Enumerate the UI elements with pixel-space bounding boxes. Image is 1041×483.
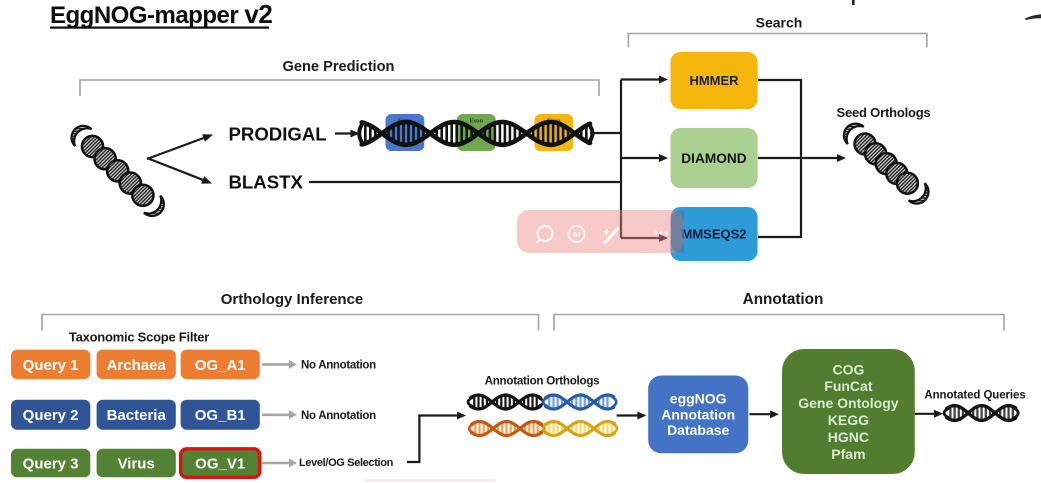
svg-text:KEGG: KEGG [828, 412, 869, 428]
svg-text:PRODIGAL: PRODIGAL [229, 124, 327, 145]
svg-text:DIAMOND: DIAMOND [681, 151, 747, 166]
svg-text:Exon: Exon [470, 119, 484, 125]
svg-text:Search: Search [756, 15, 803, 31]
svg-text:BLASTX: BLASTX [229, 172, 304, 193]
svg-text:Orthology Inference: Orthology Inference [221, 291, 364, 308]
svg-text:MMSEQS2: MMSEQS2 [681, 227, 746, 242]
svg-text:Gene Ontology: Gene Ontology [798, 395, 899, 411]
svg-text:COG: COG [832, 361, 864, 377]
svg-text:Archaea: Archaea [107, 357, 167, 374]
svg-text:Seed Orthologs: Seed Orthologs [837, 105, 931, 120]
svg-text:EggNOG-mapper v2: EggNOG-mapper v2 [50, 0, 272, 29]
svg-text:Gene Prediction: Gene Prediction [283, 59, 395, 75]
svg-text:Database: Database [667, 422, 729, 438]
svg-text:Taxonomic Scope Filter: Taxonomic Scope Filter [69, 330, 209, 345]
svg-text:HGNC: HGNC [828, 429, 869, 445]
svg-text:Query 2: Query 2 [23, 407, 79, 424]
svg-text:No Annotation: No Annotation [301, 410, 376, 422]
svg-text:HMMER: HMMER [689, 73, 739, 88]
svg-text:OG_B1: OG_B1 [195, 407, 246, 424]
svg-text:Query 3: Query 3 [23, 455, 79, 472]
svg-text:AI: AI [573, 230, 581, 239]
svg-text:Annotation: Annotation [743, 291, 824, 308]
svg-text:Query 1: Query 1 [23, 357, 79, 374]
svg-text:Level/OG Selection: Level/OG Selection [299, 457, 394, 469]
svg-text:Pfam: Pfam [831, 446, 865, 462]
svg-text:Annotation Orthologs: Annotation Orthologs [485, 375, 600, 388]
svg-text:OG_V1: OG_V1 [195, 455, 245, 472]
svg-text:eggNOG: eggNOG [670, 391, 727, 407]
svg-text:Annotation: Annotation [661, 406, 735, 422]
svg-text:FunCat: FunCat [824, 378, 873, 394]
svg-text:Bacteria: Bacteria [107, 407, 167, 424]
svg-text:Annotated Queries: Annotated Queries [924, 390, 1025, 402]
svg-text:OG_A1: OG_A1 [195, 357, 246, 374]
svg-text:Virus: Virus [118, 455, 155, 472]
svg-text:No Annotation: No Annotation [301, 360, 376, 372]
